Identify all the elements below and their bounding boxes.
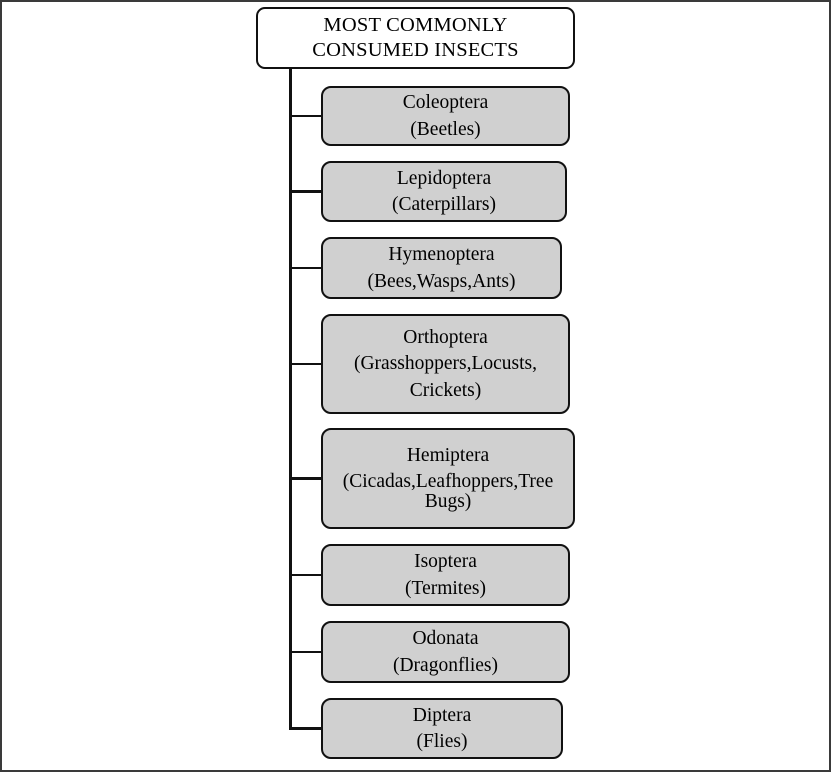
node-hemiptera-common: (Cicadas,Leafhoppers,Tree Bugs): [342, 471, 554, 512]
connector-stub-coleoptera: [290, 114, 321, 118]
connector-stub-isoptera: [290, 573, 321, 577]
connector-stub-odonata: [290, 650, 321, 654]
node-coleoptera-order: Coleoptera: [402, 92, 489, 113]
node-isoptera-common: (Termites): [405, 577, 486, 599]
node-lepidoptera: Lepidoptera (Caterpillars): [321, 161, 567, 222]
node-hymenoptera-order: Hymenoptera: [388, 244, 495, 265]
node-isoptera-order: Isoptera: [414, 551, 477, 572]
node-hymenoptera: Hymenoptera (Bees,Wasps,Ants): [321, 237, 562, 299]
node-lepidoptera-common: (Caterpillars): [392, 194, 496, 215]
connector-stub-hymenoptera: [290, 266, 321, 270]
node-orthoptera: Orthoptera (Grasshoppers,Locusts, Cricke…: [321, 314, 570, 414]
connector-stub-orthoptera: [290, 362, 321, 366]
node-isoptera: Isoptera (Termites): [321, 544, 570, 606]
node-diptera-common: (Flies): [416, 731, 468, 752]
connector-stub-lepidoptera: [290, 190, 321, 193]
node-diptera: Diptera (Flies): [321, 698, 563, 759]
connector-trunk-line: [289, 69, 292, 730]
node-odonata-order: Odonata: [412, 628, 479, 649]
root-title-line-2: CONSUMED INSECTS: [312, 39, 519, 61]
root-title-line-1: MOST COMMONLY: [323, 14, 508, 36]
node-hymenoptera-common: (Bees,Wasps,Ants): [367, 270, 516, 292]
connector-stub-diptera: [290, 727, 321, 730]
root-node-most-commonly-consumed-insects: MOST COMMONLY CONSUMED INSECTS: [256, 7, 575, 69]
node-coleoptera-common: (Beetles): [410, 118, 481, 140]
node-hemiptera: Hemiptera (Cicadas,Leafhoppers,Tree Bugs…: [321, 428, 575, 529]
node-odonata-common: (Dragonflies): [392, 654, 499, 676]
connector-stub-hemiptera: [290, 477, 321, 480]
node-orthoptera-order: Orthoptera: [403, 326, 488, 348]
node-lepidoptera-order: Lepidoptera: [396, 167, 492, 189]
node-coleoptera: Coleoptera (Beetles): [321, 86, 570, 146]
node-hemiptera-order: Hemiptera: [406, 444, 490, 466]
node-odonata: Odonata (Dragonflies): [321, 621, 570, 683]
node-diptera-order: Diptera: [412, 704, 472, 726]
node-orthoptera-common-line-2: Crickets): [409, 379, 482, 401]
node-orthoptera-common-line-1: (Grasshoppers,Locusts,: [353, 353, 538, 375]
